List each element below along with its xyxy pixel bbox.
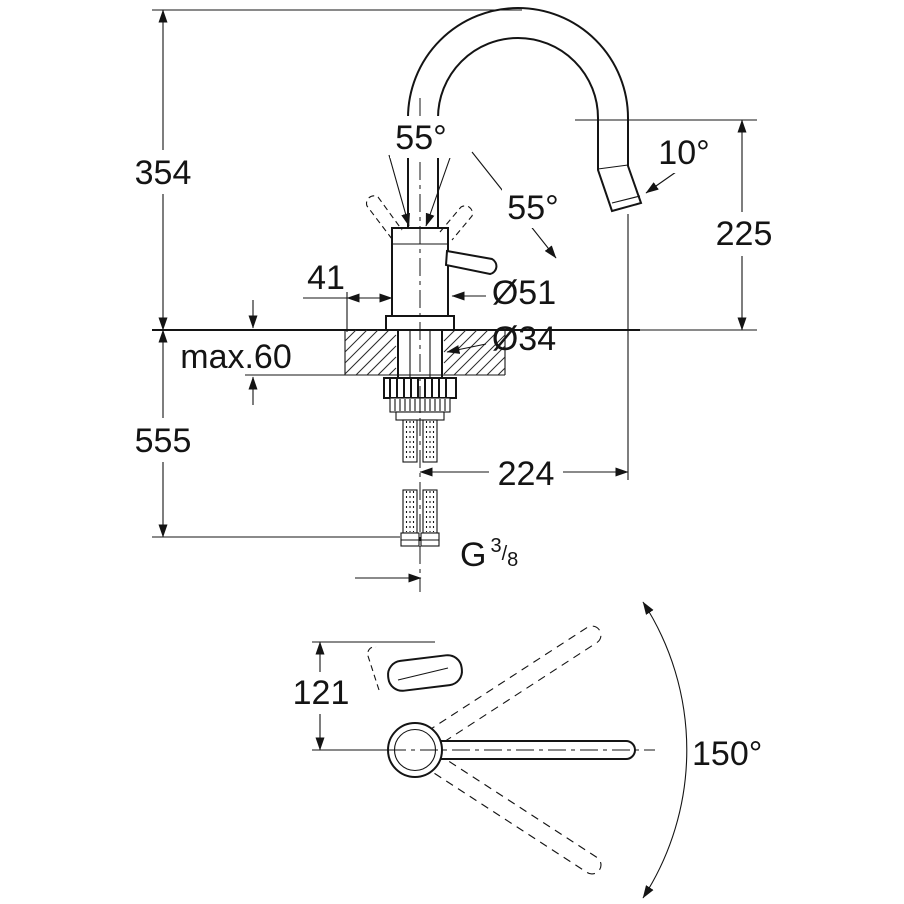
- spout-outline: [407, 7, 643, 229]
- dim-41-label: 41: [307, 259, 345, 297]
- supply-hoses: [400, 419, 440, 547]
- spout-arm: [435, 740, 636, 760]
- dim-224-label: 224: [498, 455, 555, 493]
- handle-side: [444, 249, 498, 276]
- handle-position-dashed-left: [365, 195, 403, 240]
- dimension-handle-angle-front: 55°: [388, 116, 452, 227]
- handle-position-dashed-right: [439, 205, 474, 241]
- dimension-body-diameter: Ø51: [451, 274, 556, 312]
- dimension-spout-height: 225: [713, 119, 775, 331]
- dim-225-label: 225: [716, 215, 773, 253]
- dimension-hole-diameter: Ø34: [446, 320, 556, 358]
- dim-354-label: 354: [135, 154, 192, 192]
- dimension-spout-tilt: 10°: [575, 119, 757, 194]
- dimension-swivel-angle: 150°: [642, 601, 762, 899]
- dimension-max-deck-thickness: max.60: [180, 300, 292, 405]
- undercounter-parts: [383, 330, 457, 547]
- spout-position-dashed-down: [427, 753, 602, 875]
- dim-d34-label: Ø34: [492, 320, 556, 358]
- dim-555-label: 555: [135, 422, 192, 460]
- dimension-spout-reach: 224: [419, 214, 629, 496]
- spout-position-dashed-up: [427, 625, 602, 747]
- handle-top-dashed: [367, 646, 380, 691]
- dim-55b-label: 55°: [507, 189, 558, 227]
- dim-55a-label: 55°: [395, 119, 446, 157]
- dimension-handle-projection: 121: [290, 641, 435, 751]
- dimension-handle-angle-side: 55°: [471, 151, 564, 259]
- dim-d51-label: Ø51: [492, 274, 556, 312]
- dimension-handle-offset: 41: [303, 259, 393, 332]
- faucet-top-view: [367, 625, 655, 875]
- dim-150-label: 150°: [692, 735, 762, 773]
- dimension-total-height: 354: [134, 9, 522, 331]
- dim-max60-label: max.60: [180, 338, 292, 376]
- dim-10-label: 10°: [658, 134, 709, 172]
- dimension-hose-depth: 555: [134, 329, 400, 538]
- dim-121-label: 121: [293, 674, 350, 712]
